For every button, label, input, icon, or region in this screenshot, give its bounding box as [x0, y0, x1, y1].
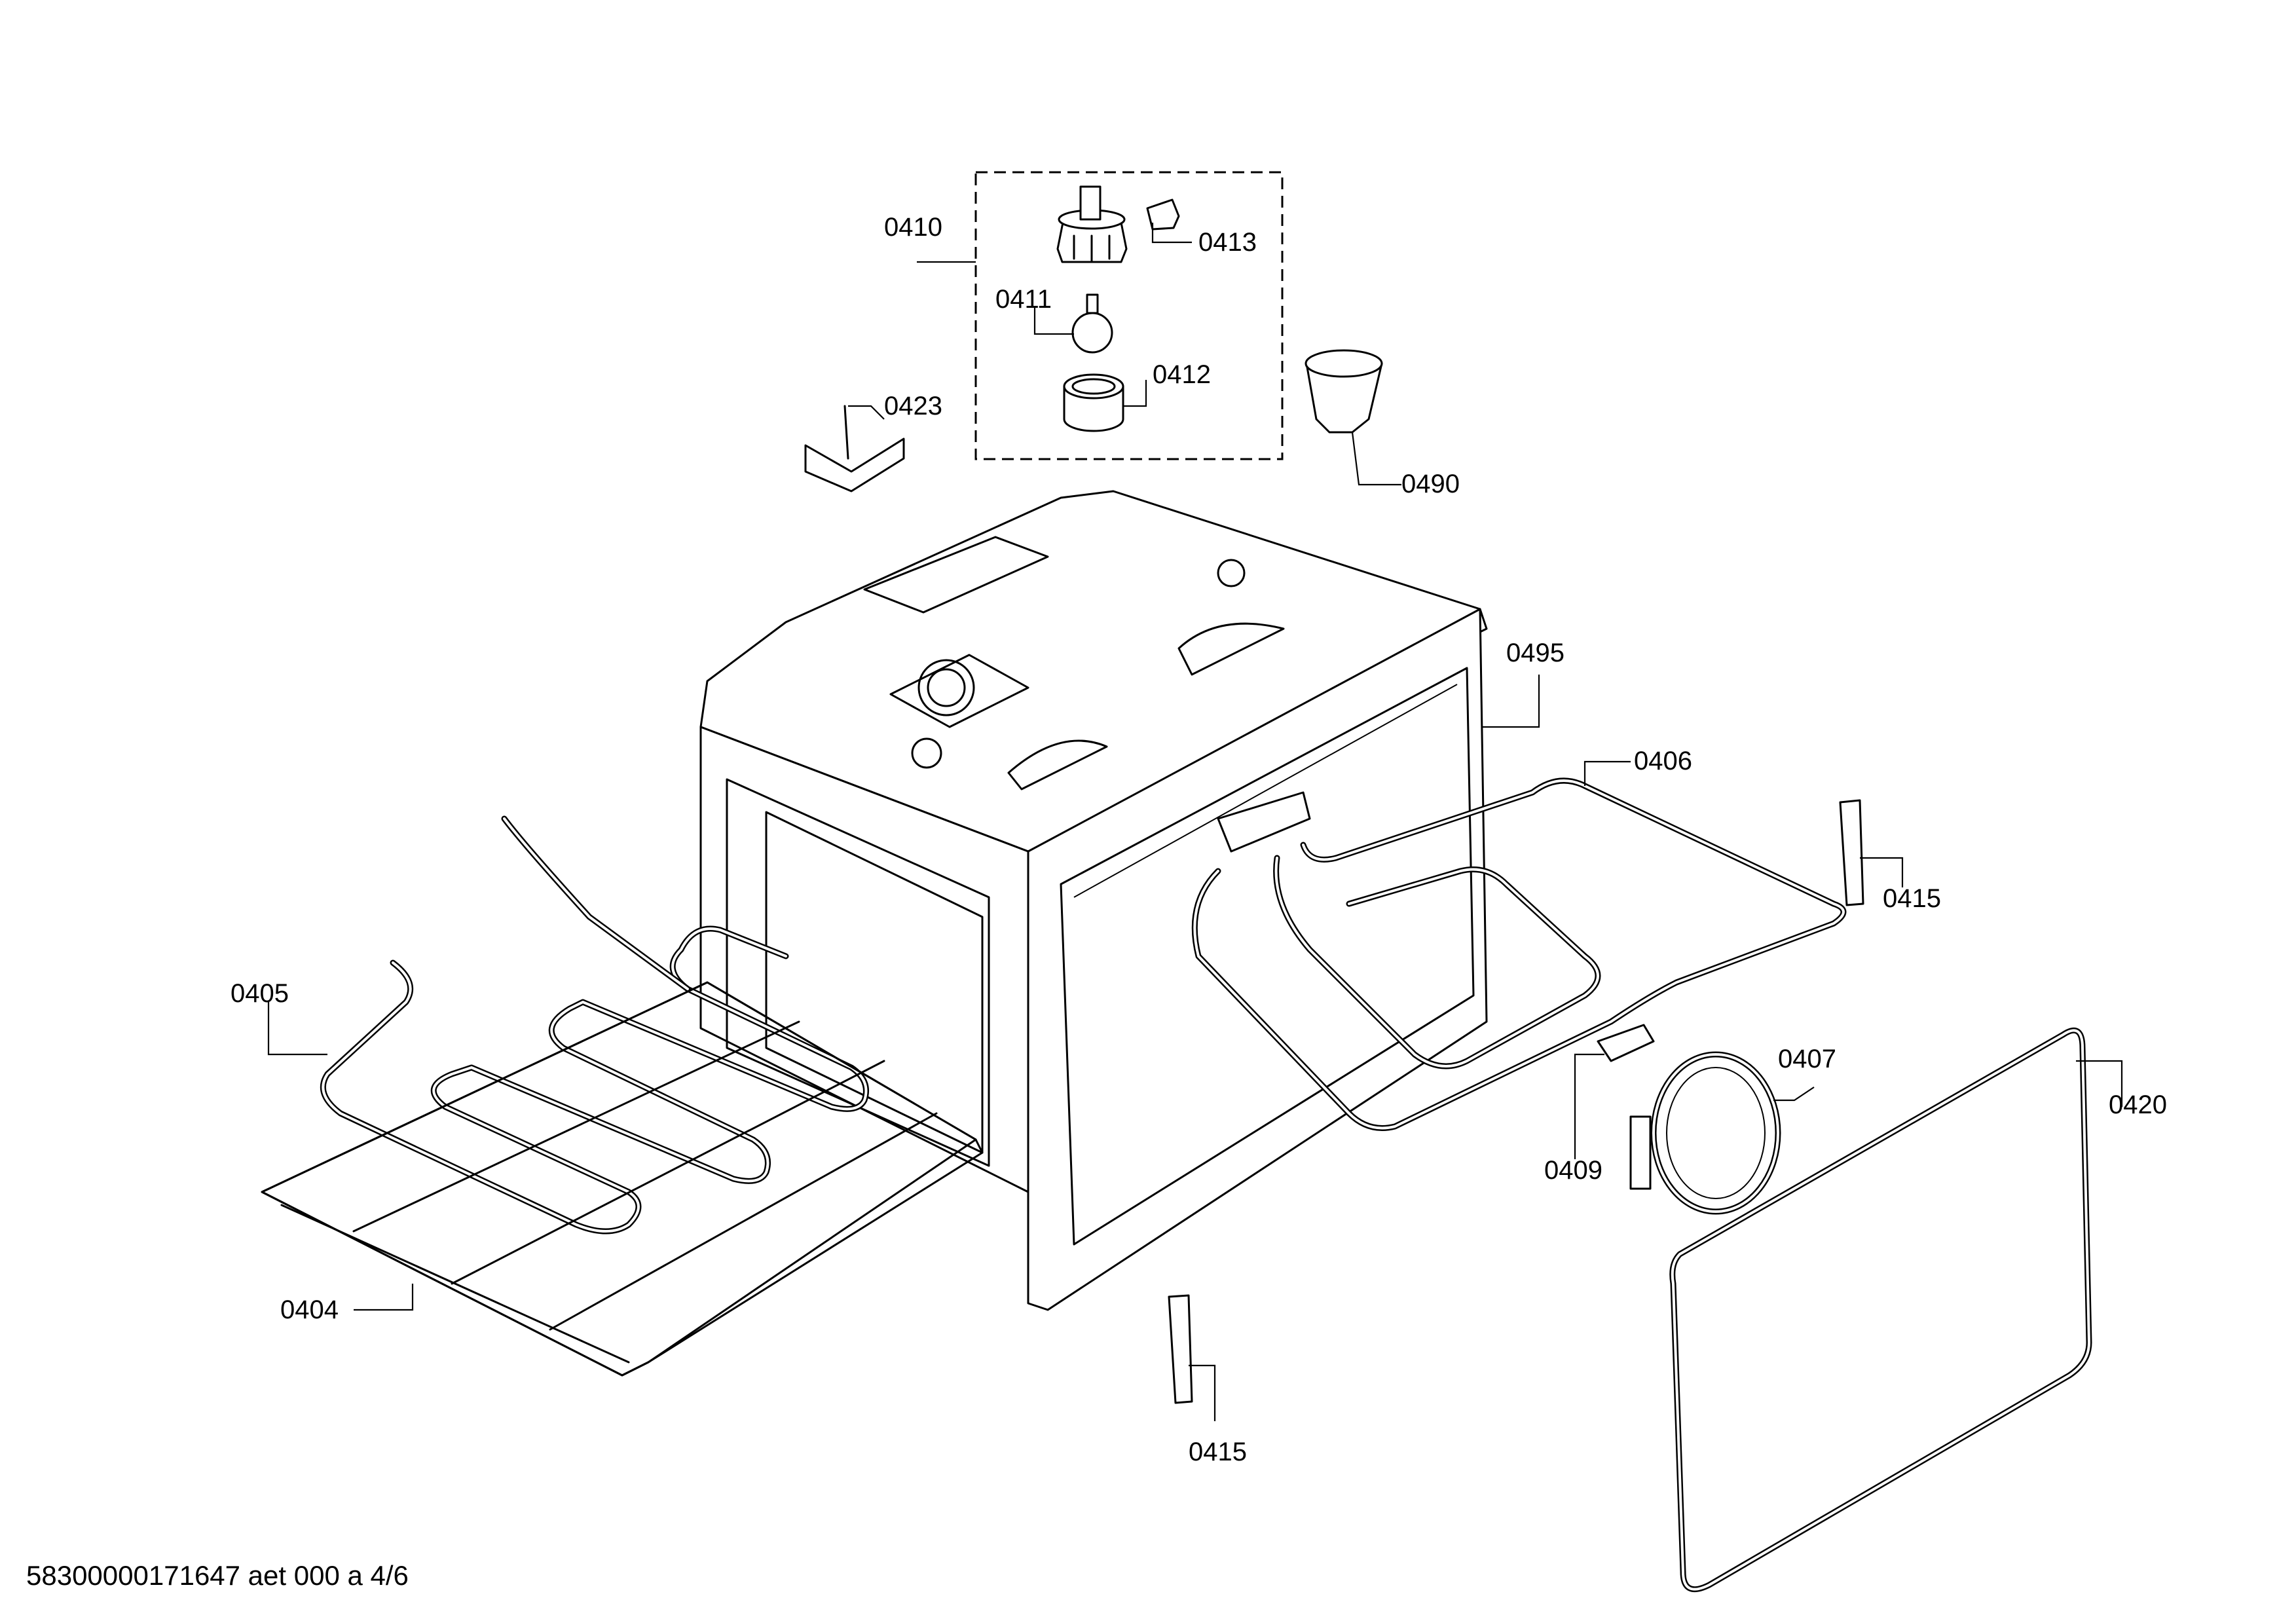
label-0407: 0407 — [1778, 1045, 1836, 1073]
bottom-tray-part — [261, 981, 984, 1377]
bulb-part — [1071, 293, 1113, 354]
door-seal-part — [1669, 1027, 2123, 1593]
lamp-holder-part — [1056, 185, 1128, 263]
oven-cavity-part — [699, 490, 1540, 1311]
label-0404: 0404 — [280, 1295, 339, 1324]
label-0490: 0490 — [1401, 470, 1460, 498]
hinge-bracket-0409-part — [1574, 1024, 1655, 1159]
label-0413: 0413 — [1198, 228, 1257, 257]
label-0420: 0420 — [2109, 1090, 2167, 1119]
label-0410: 0410 — [884, 213, 942, 242]
round-heater-part — [1629, 1051, 1815, 1215]
bracket-0415-bottom-part — [1168, 1294, 1216, 1421]
callout-labels: 0410 0413 0411 0412 0423 0490 0495 0406 … — [231, 213, 2167, 1466]
label-0495: 0495 — [1506, 639, 1565, 667]
bottom-heater-part — [267, 815, 869, 1235]
lamp-assembly-group — [917, 171, 1284, 460]
label-0412: 0412 — [1153, 360, 1211, 389]
label-0409: 0409 — [1544, 1156, 1602, 1185]
label-0423: 0423 — [884, 392, 942, 420]
label-0411: 0411 — [995, 285, 1052, 314]
bracket-0423-part — [804, 405, 905, 493]
ring-part — [1063, 373, 1124, 432]
clip-part — [1146, 198, 1180, 231]
label-0415-bottom: 0415 — [1189, 1438, 1247, 1466]
label-0405: 0405 — [231, 979, 289, 1008]
top-heater-part — [1191, 760, 1847, 1131]
label-0406: 0406 — [1634, 747, 1692, 775]
bracket-0415-right-part — [1839, 799, 1904, 906]
label-0415-right: 0415 — [1883, 884, 1941, 913]
lamp-group-dashed-box — [974, 171, 1284, 460]
lamp-cover-part — [1305, 349, 1401, 486]
document-code: 58300000171647 aet 000 a 4/6 — [26, 1560, 409, 1591]
